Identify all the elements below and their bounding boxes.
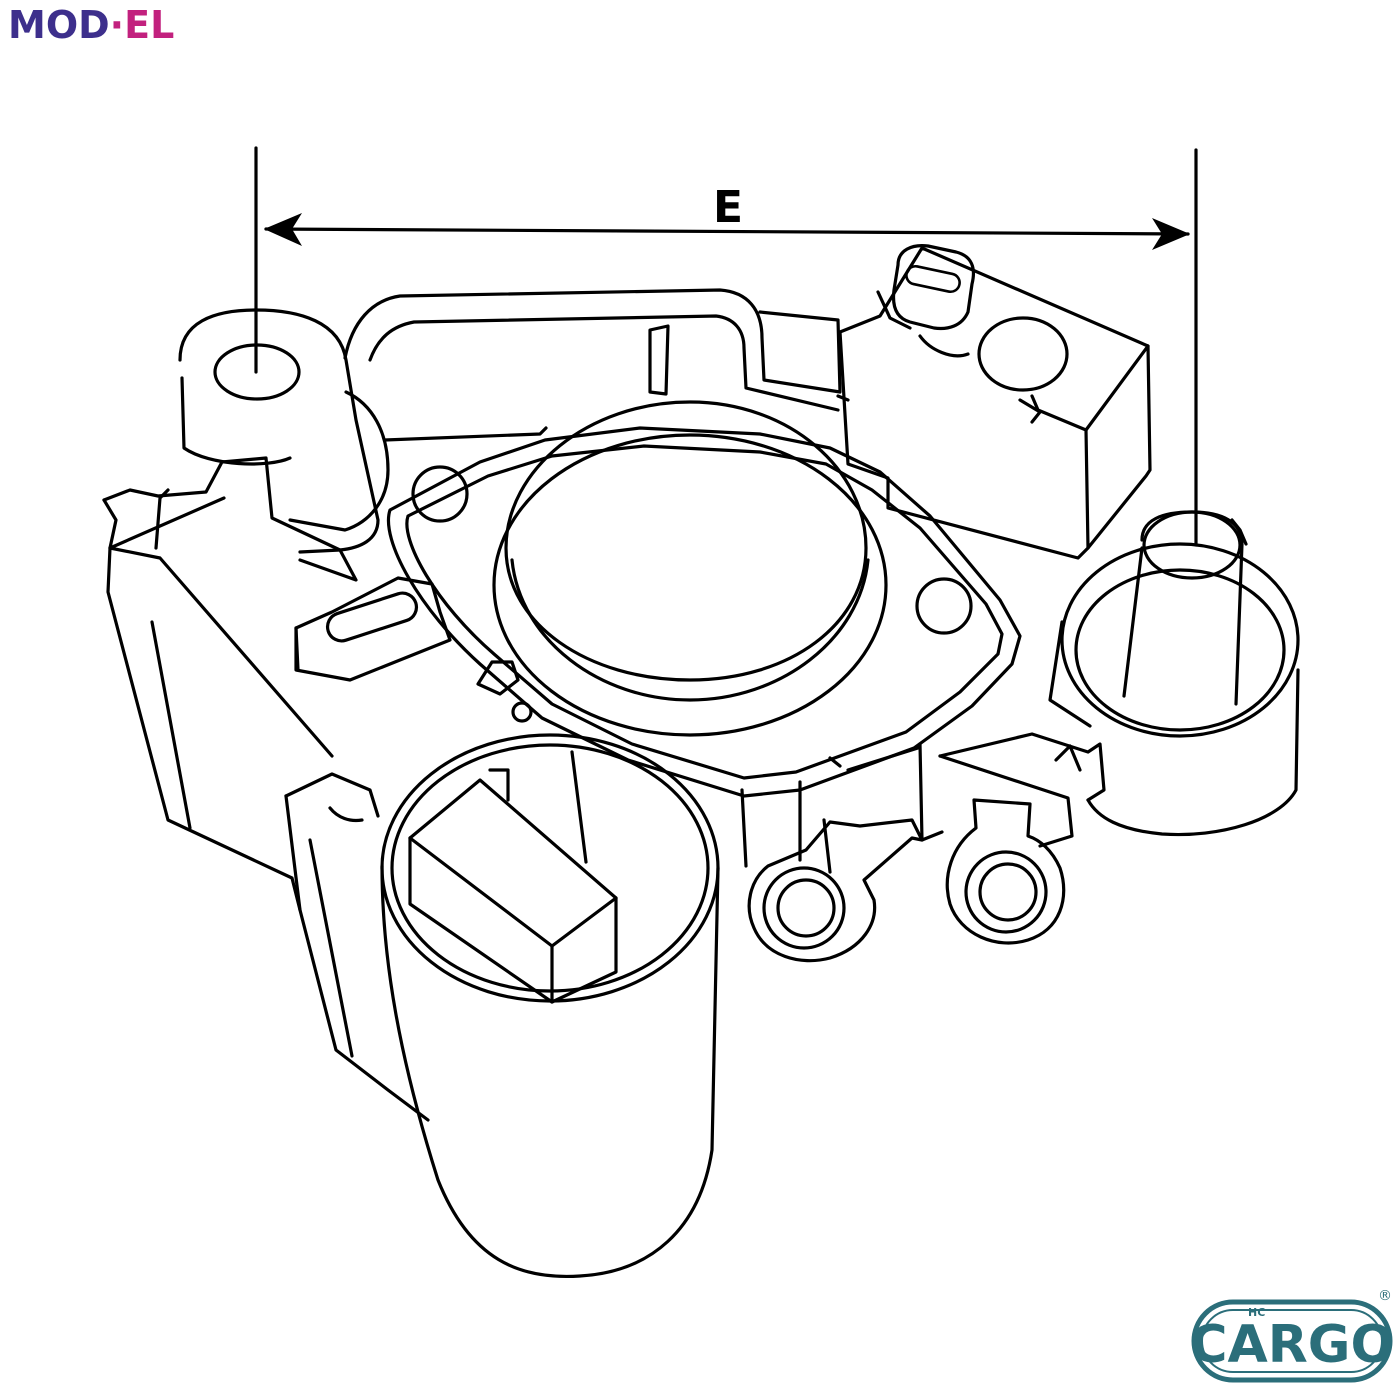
svg-text:MOD·EL: MOD·EL [8,3,174,47]
dimension-label: E [713,182,743,233]
registered-mark: ® [1378,1288,1392,1304]
regulator-body [102,244,1300,1279]
cargo-logo-prefix: HC [1248,1306,1265,1319]
cargo-logo: CARGO HC ® [1189,1288,1395,1383]
dimension-e: E [254,146,1198,547]
model-logo: MOD·EL [8,3,174,47]
cargo-logo-text: CARGO [1189,1315,1394,1375]
model-logo-part-b: EL [124,3,174,47]
model-logo-part-a: MOD [8,3,110,47]
arrow-left-icon [264,213,302,246]
arrow-right-icon [1152,218,1190,250]
dimension-line [264,227,1190,236]
model-logo-dot: · [110,3,124,47]
